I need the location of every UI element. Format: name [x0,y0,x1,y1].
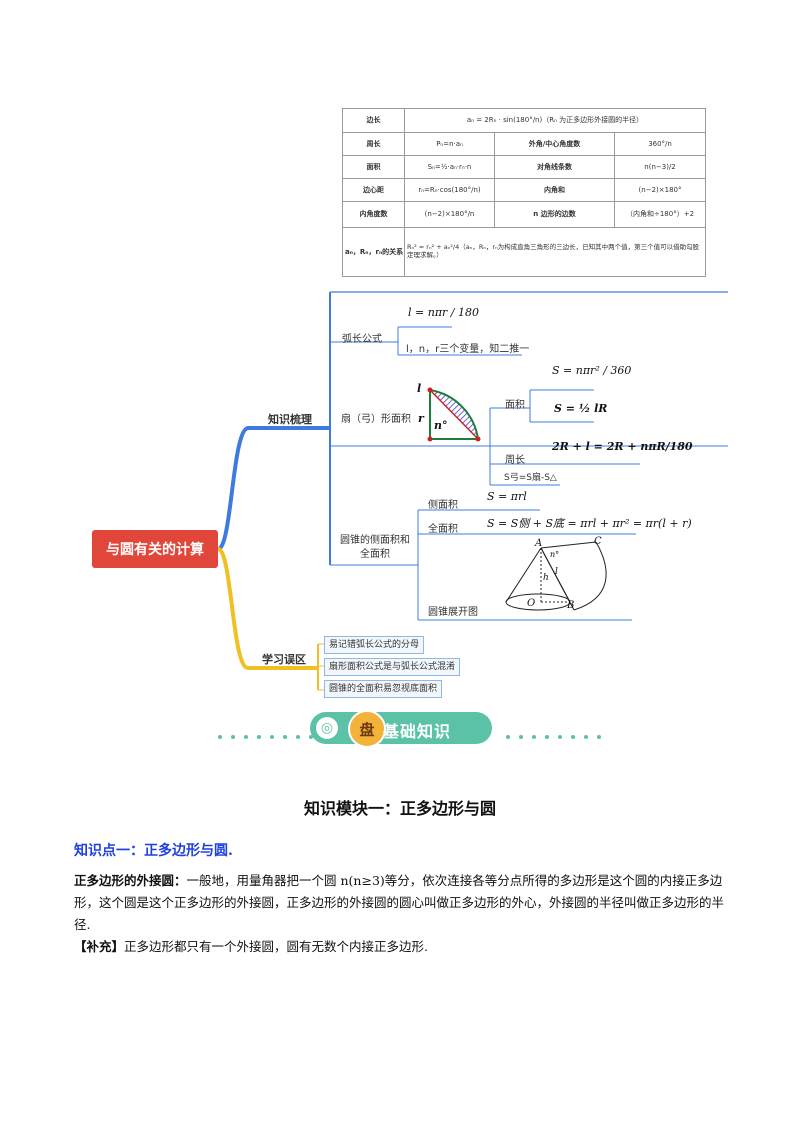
sector-area-formula-1: S = nπr² / 360 [552,364,632,377]
table-cell: 边心距 [342,178,405,202]
supplement-text: 正多边形都只有一个外接圆，圆有无数个内接正多边形. [124,939,428,954]
arc-length-label: 弧长公式 [342,334,382,345]
mistake-item: 圆锥的全面积易忽视底面积 [324,680,443,698]
sector-fig-n: n° [434,419,448,432]
mistake-item: 扇形面积公式是与弧长公式混淆 [324,658,461,676]
table-cell: Rₙ² = rₙ² + aₙ²/4（aₙ，Rₙ，rₙ为构成直角三角形的三边长，已… [403,227,707,277]
cone-height-h: h [543,573,549,583]
table-cell: 周长 [342,132,405,156]
arc-length-formula: l = nπr / 180 [408,306,479,319]
sector-perimeter-label: 周长 [505,455,525,466]
cone-angle-n: n° [550,550,560,559]
sector-area-formula-2: S = ½ lR [554,402,608,415]
sector-fig-l: l [417,382,422,395]
table-cell: 内角和 [494,178,615,202]
table-cell: aₙ，Rₙ，rₙ的关系 [342,227,405,277]
sector-area-label: 面积 [505,400,525,411]
sector-arc [429,389,479,440]
table-cell: n(n−3)/2 [613,155,707,179]
banner-title: 基础知识 [383,722,452,741]
cone-lateral-label: 侧面积 [428,500,458,511]
sector-label: 扇（弓）形面积 [341,414,411,425]
banner-badge: 盘 [348,710,386,748]
cone-net-label: 圆锥展开图 [428,607,478,618]
bow-area-formula: S弓=S扇-S△ [504,473,557,483]
formula-table: 边长 aₙ = 2Rₙ · sin(180°/n)（Rₙ 为正多边形外接圆的半径… [342,108,707,277]
cone-point-C: C [594,536,602,547]
target-icon: ◎ [316,717,338,739]
table-cell: 内角度数 [342,201,405,228]
module-title: 知识模块一：正多边形与圆 [303,799,496,818]
cone-total-label: 全面积 [428,524,458,535]
section-banner [310,712,492,744]
table-cell: aₙ = 2Rₙ · sin(180°/n)（Rₙ 为正多边形外接圆的半径） [403,108,707,133]
sector-perimeter-formula: 2R + l = 2R + nπR/180 [552,440,693,453]
definition-term: 正多边形的外接圆： [74,873,187,888]
definition-body: 一般地，用量角器把一个圆 n(n≥3)等分，依次连接各等分点所得的多边形是这个圆… [74,873,725,932]
cone-label: 圆锥的侧面积和全面积 [340,535,410,560]
mistake-item: 易记错弧长公式的分母 [324,636,425,654]
banner-dots-right [506,735,601,739]
table-cell: 外角/中心角度数 [494,132,615,156]
table-cell: 对角线条数 [494,155,615,179]
cone-slant-l: l [555,567,558,577]
cone-figure [505,541,607,611]
supplement-note: 【补充】正多边形都只有一个外接圆，圆有无数个内接正多边形. [74,936,734,958]
branch-knowledge: 知识梳理 [268,413,312,426]
definition-paragraph: 正多边形的外接圆：一般地，用量角器把一个圆 n(n≥3)等分，依次连接各等分点所… [74,870,734,936]
table-cell: （内角和÷180°）+2 [613,201,707,228]
cone-point-B: B [567,600,575,611]
table-cell: (n−2)×180°/n [404,201,495,228]
table-cell: 边长 [342,108,405,133]
table-cell: 面积 [342,155,405,179]
cone-point-O: O [527,598,536,609]
supplement-tag: 【补充】 [74,939,125,954]
cone-point-A: A [535,538,543,549]
mindmap-root: 与圆有关的计算 [92,530,218,568]
table-cell: 360°/n [613,132,707,156]
table-cell: n 边形的边数 [494,201,615,228]
branch-mistakes: 学习误区 [262,653,306,666]
banner-dots-left [218,735,313,739]
arc-length-note: l，n，r三个变量，知二推一 [406,344,530,355]
table-cell: (n−2)×180° [613,178,707,202]
sector-fig-r: r [418,412,424,425]
knowledge-point-title: 知识点一：正多边形与圆. [74,843,233,859]
cone-total-formula: S = S侧 + S底 = πrl + πr² = πr(l + r) [487,517,692,530]
table-cell: rₙ=Rₙ·cos(180°/n) [404,178,495,202]
table-cell: Pₙ=n·aₙ [404,132,495,156]
cone-lateral-formula: S = πrl [487,490,527,503]
table-cell: Sₙ=½·aₙ·rₙ·n [404,155,495,179]
mindmap-connectors [216,291,728,691]
